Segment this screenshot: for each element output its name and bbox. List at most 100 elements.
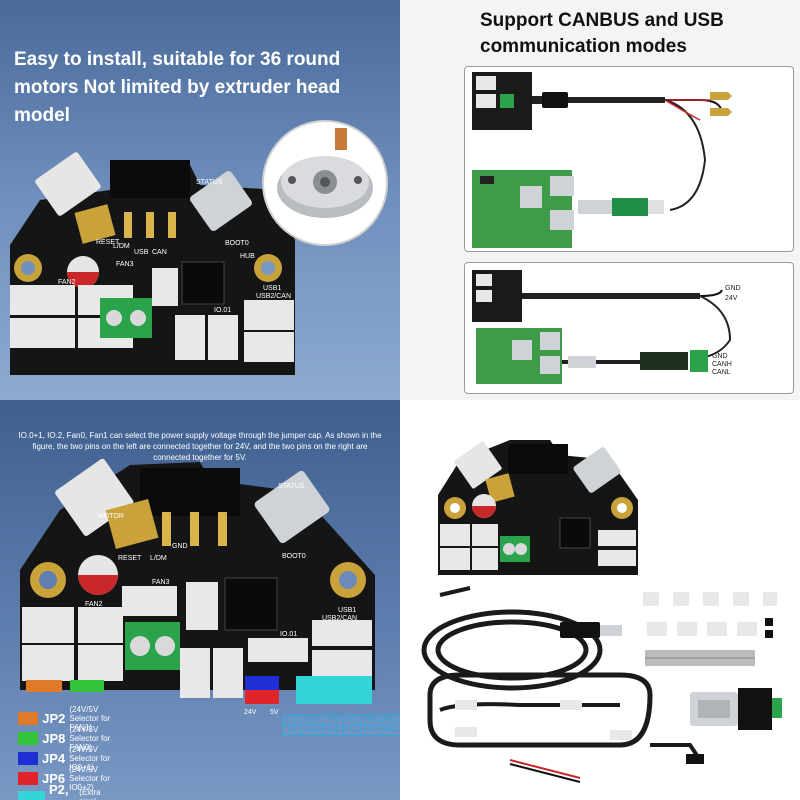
- legend-swatch: [18, 771, 38, 785]
- hub-label: HUB: [240, 253, 255, 260]
- panel-install: Easy to install, suitable for 36 round m…: [0, 0, 400, 400]
- pin-cell: PD3: [361, 725, 381, 736]
- legend-label: P2, P3: [48, 782, 69, 800]
- pin-header: [213, 648, 243, 698]
- usb-label: USB: [134, 249, 149, 256]
- io01-label: IO.01: [214, 307, 231, 314]
- gold-pad: [105, 498, 159, 550]
- v24-wire-label: 24V: [725, 295, 738, 302]
- legend-desc: (24V/5V Selector for FAN1): [69, 704, 111, 732]
- status-label: STATUS: [278, 483, 305, 490]
- pin-header: [312, 650, 372, 676]
- fan3-label: FAN3: [116, 261, 134, 268]
- reset-label: RESET: [96, 239, 120, 246]
- can-label: CAN: [152, 249, 167, 256]
- panel-jumpers: IO.0+1, IO.2, Fan0, Fan1 can select the …: [0, 400, 400, 800]
- pin-cell: GND: [321, 725, 344, 736]
- install-board-illustration: FAN2 FAN3 RESET BOOT0 IO.01 USB1 USB2/CA…: [10, 120, 388, 375]
- cable-connector: [542, 92, 568, 108]
- usb2can-label: USB2/CAN: [322, 615, 357, 622]
- install-headline: Easy to install, suitable for 36 round m…: [14, 49, 341, 126]
- pin-header: [22, 607, 74, 643]
- legend-desc: (24V/5V Selector for IO0+1): [69, 744, 111, 772]
- pin-header: [152, 268, 178, 306]
- motor-label: MOTOR: [98, 513, 124, 520]
- legend-label: JP2: [42, 710, 66, 726]
- connector-housing: [140, 468, 240, 516]
- legend-item: JP8 (24V/5V Selector for FAN0): [18, 725, 118, 752]
- pin-header: [186, 582, 218, 630]
- fan2-label: FAN2: [85, 601, 103, 608]
- connector-housing: [110, 160, 190, 198]
- pin-cell: PB3: [361, 715, 381, 726]
- jp6-highlight: [245, 690, 279, 704]
- pin-header: [244, 332, 294, 362]
- legend-label: JP6: [41, 770, 66, 786]
- reset-label: RESET: [118, 555, 142, 562]
- mcu-chip: [181, 261, 225, 305]
- legend-swatch: [18, 731, 39, 745]
- jp4-highlight: [245, 676, 279, 690]
- pin-cell: PB4: [342, 715, 363, 726]
- legend-label: JP8: [42, 730, 66, 746]
- extra-pins-table: 3.3V GND PB5 PB4 PB3 PB13 5V PB6 GND PD2…: [281, 715, 400, 736]
- panel-package-contents: [400, 400, 800, 800]
- panel-communication: Support CANBUS and USB communication mod…: [400, 0, 800, 400]
- pin-header: [244, 300, 294, 330]
- pin-header: [122, 586, 177, 616]
- usb-port: [573, 447, 621, 493]
- legend-item: JP4 (24V/5V Selector for IO0+1): [18, 745, 118, 772]
- io01-label: IO.01: [280, 631, 297, 638]
- boot0-label: BOOT0: [225, 240, 249, 247]
- pin-header: [180, 648, 210, 698]
- legend-item: JP6 (24V/5V Selector for IO0+2): [18, 765, 118, 792]
- package-contents-illustration: [421, 440, 782, 783]
- pin-cell: PD2: [342, 725, 363, 736]
- pin-header: [312, 620, 372, 646]
- usb-port: [190, 171, 252, 231]
- pin-cell: 3.3V: [281, 715, 303, 726]
- fan3-label: FAN3: [152, 579, 170, 586]
- pin-header: [10, 318, 75, 348]
- pin-header: [78, 645, 123, 681]
- v5-label: 5V: [270, 709, 279, 716]
- gnd2-wire-label: GND: [712, 353, 728, 360]
- canl-wire-label: CANL: [712, 369, 731, 376]
- pin-table-row: 3.3V GND PB5 PB4 PB3 PB13: [281, 715, 400, 726]
- legend-swatch: [18, 790, 45, 800]
- mcu-chip: [224, 577, 278, 631]
- pin-cell: PB5: [321, 715, 344, 726]
- canh-wire-label: CANH: [712, 361, 732, 368]
- gold-pad: [74, 204, 116, 244]
- jp2-highlight: [26, 680, 62, 692]
- jst-connector: [35, 152, 101, 216]
- legend-swatch: [18, 711, 39, 725]
- legend-item: P2, P3 (Extra pins): [18, 782, 107, 800]
- pin-header: [78, 607, 123, 643]
- communication-headline: Support CANBUS and USB communication mod…: [480, 10, 724, 57]
- pin-cell: PB6: [301, 725, 323, 736]
- legend-item: JP2 (24V/5V Selector for FAN1): [18, 705, 118, 732]
- legend-desc: (24V/5V Selector for FAN0): [69, 724, 111, 752]
- pin-header: [248, 638, 308, 662]
- usb-port: [254, 470, 330, 544]
- jp8-highlight: [70, 680, 104, 692]
- legend-label: JP4: [41, 750, 66, 766]
- jumper-board-illustration: FAN2 FAN3 RESET BOOT0 IO.01 USB1 USB2/CA…: [20, 458, 375, 716]
- usb-dongle: [578, 200, 612, 214]
- can-terminal: [690, 350, 708, 372]
- usb1-label: USB1: [263, 285, 281, 292]
- pin-header: [175, 315, 205, 360]
- p2-p3-highlight: [296, 676, 372, 704]
- pin-cell: PB13: [379, 715, 400, 726]
- gnd-label: GND: [172, 543, 188, 550]
- ldm-label: L/DM: [150, 555, 167, 562]
- status-label: STATUS: [196, 179, 223, 186]
- pin-cell: GND: [301, 715, 323, 726]
- jst-connector: [454, 441, 502, 489]
- legend-desc: (Extra pins): [79, 788, 101, 800]
- pin-header: [208, 315, 238, 360]
- gnd-wire-label: GND: [725, 285, 741, 292]
- pin-header: [10, 285, 75, 315]
